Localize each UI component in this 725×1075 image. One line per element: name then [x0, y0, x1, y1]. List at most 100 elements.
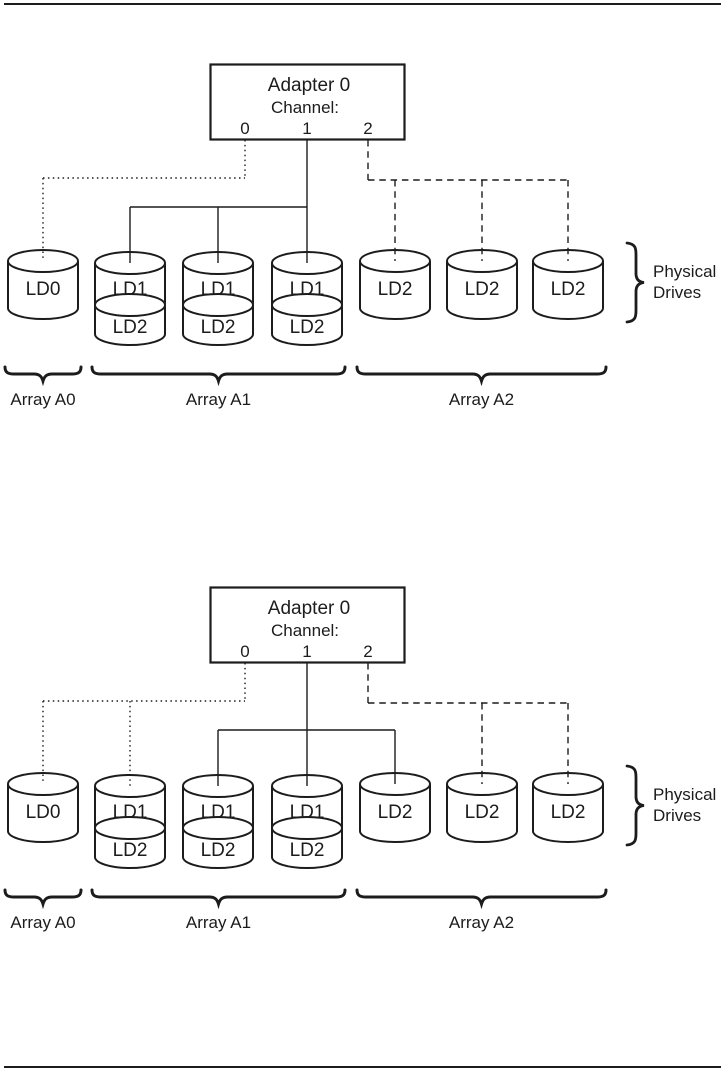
- channel-number-1: 1: [302, 119, 311, 138]
- channel-number-2: 2: [363, 642, 372, 661]
- cylinder-body: [359, 261, 431, 320]
- cylinder-top: [7, 249, 79, 273]
- drive-label: LD2: [113, 317, 148, 338]
- array-brace: [90, 365, 347, 387]
- array-group: Array A2: [355, 365, 608, 409]
- drive-label: LD2: [201, 840, 236, 861]
- adapter-box: [209, 63, 406, 141]
- cylinder-divider: [271, 816, 343, 840]
- array-group: Array A0: [3, 365, 83, 409]
- array-label: Array A1: [186, 913, 251, 932]
- cylinder-divider: [182, 293, 254, 317]
- adapter: Adapter 0 Channel: 0 1 2: [209, 63, 406, 141]
- channel-number-2: 2: [363, 119, 372, 138]
- array-group: Array A2: [355, 888, 608, 932]
- physical-drive: LD2: [446, 249, 518, 320]
- drive-label: LD1: [201, 279, 236, 300]
- drive-label: LD2: [378, 802, 413, 823]
- cylinder-body: [532, 784, 604, 843]
- cylinder-body: [182, 786, 254, 869]
- adapter-channel-label: Channel:: [271, 98, 339, 117]
- channel-1-solid-connection: [129, 140, 308, 263]
- array-label: Array A0: [10, 913, 75, 932]
- cylinder-divider: [94, 293, 166, 317]
- array-label: Array A1: [186, 390, 251, 409]
- adapter-title: Adapter 0: [268, 75, 350, 96]
- drive-label: LD2: [290, 840, 325, 861]
- physical-drive: LD0: [7, 249, 79, 320]
- cylinder-divider: [182, 816, 254, 840]
- drive-label: LD2: [551, 802, 586, 823]
- cylinder-top: [446, 772, 518, 796]
- drive-label: LD2: [201, 317, 236, 338]
- channel-2-dashed-connection: [367, 663, 569, 784]
- cylinder-top: [532, 249, 604, 273]
- cylinder-body: [446, 784, 518, 843]
- top-rule: [4, 3, 721, 5]
- cylinder-top: [182, 251, 254, 275]
- array-brace: [3, 888, 83, 910]
- array-group: Array A1: [90, 888, 347, 932]
- adapter-channel-label: Channel:: [271, 621, 339, 640]
- drive-label: LD2: [551, 279, 586, 300]
- adapter-title: Adapter 0: [268, 598, 350, 619]
- array-group: Array A0: [3, 888, 83, 932]
- cylinder-top: [359, 249, 431, 273]
- channel-number-1: 1: [302, 642, 311, 661]
- drive-label: LD1: [113, 279, 148, 300]
- cylinder-body: [94, 263, 166, 346]
- cylinder-top: [271, 774, 343, 798]
- adapter: Adapter 0 Channel: 0 1 2: [209, 586, 406, 664]
- cylinder-top: [359, 772, 431, 796]
- physical-drives-label-line1: Physical: [653, 262, 716, 281]
- drive-label: LD1: [201, 802, 236, 823]
- channel-number-0: 0: [240, 119, 249, 138]
- array-brace: [355, 365, 608, 387]
- array-brace: [90, 888, 347, 910]
- cylinder-top: [182, 774, 254, 798]
- drive-label: LD2: [465, 802, 500, 823]
- drive-label: LD2: [290, 317, 325, 338]
- physical-drives-brace: [625, 241, 645, 324]
- channel-1-solid-connection: [217, 663, 396, 786]
- bottom-rule: [4, 1066, 721, 1068]
- cylinder-body: [271, 786, 343, 869]
- drive-label: LD0: [26, 279, 61, 300]
- cylinder-body: [94, 786, 166, 869]
- physical-drive: LD2: [532, 249, 604, 320]
- cylinder-top: [532, 772, 604, 796]
- drive-label: LD1: [290, 279, 325, 300]
- cylinder-top: [446, 249, 518, 273]
- adapter-box: [209, 586, 406, 664]
- physical-drives-label-line2: Drives: [653, 283, 701, 302]
- cylinder-divider: [94, 816, 166, 840]
- channel-2-dashed-connection: [367, 140, 569, 261]
- cylinder-body: [359, 784, 431, 843]
- drive-label: LD0: [26, 802, 61, 823]
- cylinder-divider: [271, 293, 343, 317]
- array-group: Array A1: [90, 365, 347, 409]
- cylinder-body: [7, 784, 79, 843]
- cylinder-top: [94, 774, 166, 798]
- physical-drive: LD2: [532, 772, 604, 843]
- array-label: Array A2: [449, 913, 514, 932]
- drive-label: LD2: [378, 279, 413, 300]
- channel-0-dotted-connection: [42, 140, 246, 261]
- cylinder-body: [271, 263, 343, 346]
- cylinder-top: [7, 772, 79, 796]
- channel-0-dotted-connection: [42, 663, 246, 786]
- channel-number-0: 0: [240, 642, 249, 661]
- physical-drive: LD2: [359, 772, 431, 843]
- cylinder-body: [7, 261, 79, 320]
- cylinder-body: [446, 261, 518, 320]
- cylinder-body: [532, 261, 604, 320]
